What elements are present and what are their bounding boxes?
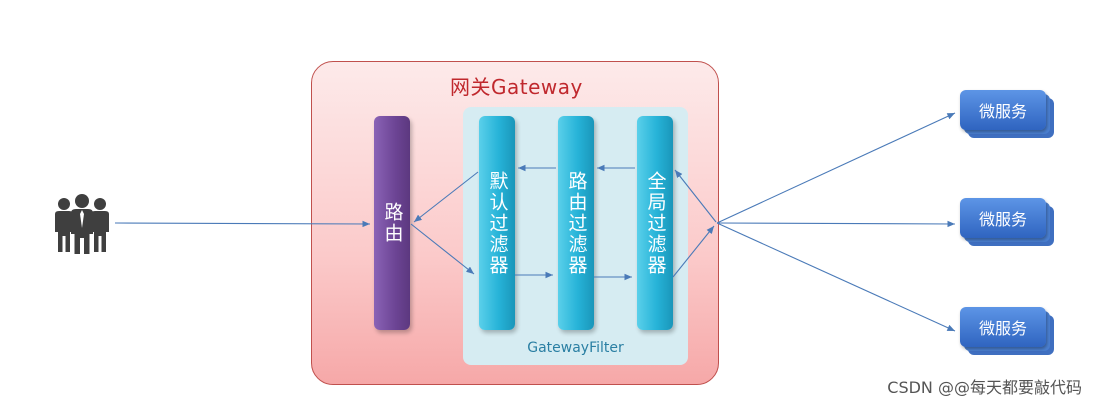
route-filter-node: 路由过滤器 — [558, 116, 594, 330]
microservice-node: 微服务 — [960, 198, 1054, 246]
watermark-text: CSDN @@每天都要敲代码 — [887, 378, 1082, 397]
arrow-users-to-route — [114, 220, 371, 228]
users-icon — [55, 194, 109, 254]
gateway-filter-title: GatewayFilter — [527, 340, 624, 356]
default-filter-node: 默认过滤器 — [479, 116, 515, 330]
global-filter-label: 全局过滤器 — [644, 170, 667, 276]
arrow-to-microservice-1 — [716, 112, 956, 224]
microservice-label: 微服务 — [960, 307, 1046, 347]
arrow-to-microservice-2 — [716, 220, 956, 228]
microservice-label: 微服务 — [960, 198, 1046, 238]
route-filter-label: 路由过滤器 — [565, 170, 588, 276]
global-filter-node: 全局过滤器 — [637, 116, 673, 330]
arrow-global-to-hub — [672, 225, 715, 278]
microservice-node: 微服务 — [960, 90, 1054, 138]
microservice-label: 微服务 — [960, 90, 1046, 130]
route-label: 路由 — [381, 202, 404, 244]
arrow-to-microservice-3 — [716, 222, 956, 332]
arrow-hub-to-global — [674, 169, 717, 223]
route-node: 路由 — [374, 116, 410, 330]
arrow-route-to-default-filter — [410, 223, 475, 275]
default-filter-label: 默认过滤器 — [486, 170, 509, 276]
arrow-default-filter-to-route — [413, 171, 479, 223]
microservice-node: 微服务 — [960, 307, 1054, 355]
gateway-title: 网关Gateway — [450, 75, 583, 99]
